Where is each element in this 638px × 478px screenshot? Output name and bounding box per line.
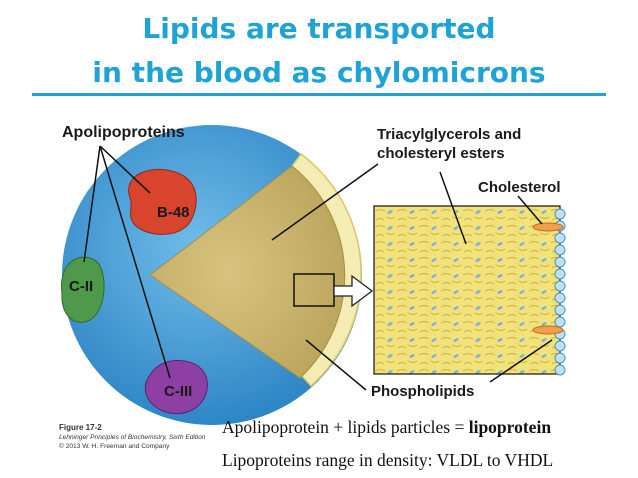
apolipoprotein-b48-blob	[128, 168, 197, 235]
c2-label: C-II	[69, 278, 94, 295]
magnified-panel	[373, 205, 561, 375]
figure-book: Lehninger Principles of Biochemistry, Si…	[59, 434, 206, 441]
phospholipids-label: Phospholipids	[371, 383, 475, 400]
statement-line-2: Lipoproteins range in density: VLDL to V…	[222, 450, 554, 470]
apolipoprotein-c2-blob	[61, 256, 105, 323]
statement-line-1-text: Apolipoprotein + lipids particles =	[222, 417, 469, 437]
phospholipid-heads	[554, 208, 566, 376]
apolipoprotein-c3-blob	[144, 359, 208, 415]
cholesterol-molecule-bottom	[532, 325, 564, 335]
apolipoproteins-label: Apolipoproteins	[62, 124, 185, 141]
leader-lines	[83, 145, 553, 391]
title-divider	[32, 93, 606, 96]
zoom-arrow	[333, 274, 374, 308]
triacylglycerols-label-line-2: cholesteryl esters	[377, 145, 505, 162]
cholesterol-molecule-top	[532, 222, 564, 232]
lipoprotein-term: lipoprotein	[468, 417, 552, 437]
slide-title-line-1: Lipids are transported	[142, 12, 496, 45]
triacylglycerols-label-line-1: Triacylglycerols and	[377, 126, 522, 143]
c3-label: C-III	[164, 383, 193, 400]
b48-label: B-48	[157, 204, 190, 221]
lipid-core	[149, 165, 346, 379]
figure-copyright: © 2013 W. H. Freeman and Company	[59, 443, 170, 450]
figure-number: Figure 17-2	[59, 423, 102, 432]
cholesterol-label: Cholesterol	[478, 179, 561, 196]
slide-title-line-2: in the blood as chylomicrons	[92, 56, 546, 89]
statement-line-1: Apolipoprotein + lipids particles = lipo…	[222, 417, 551, 438]
